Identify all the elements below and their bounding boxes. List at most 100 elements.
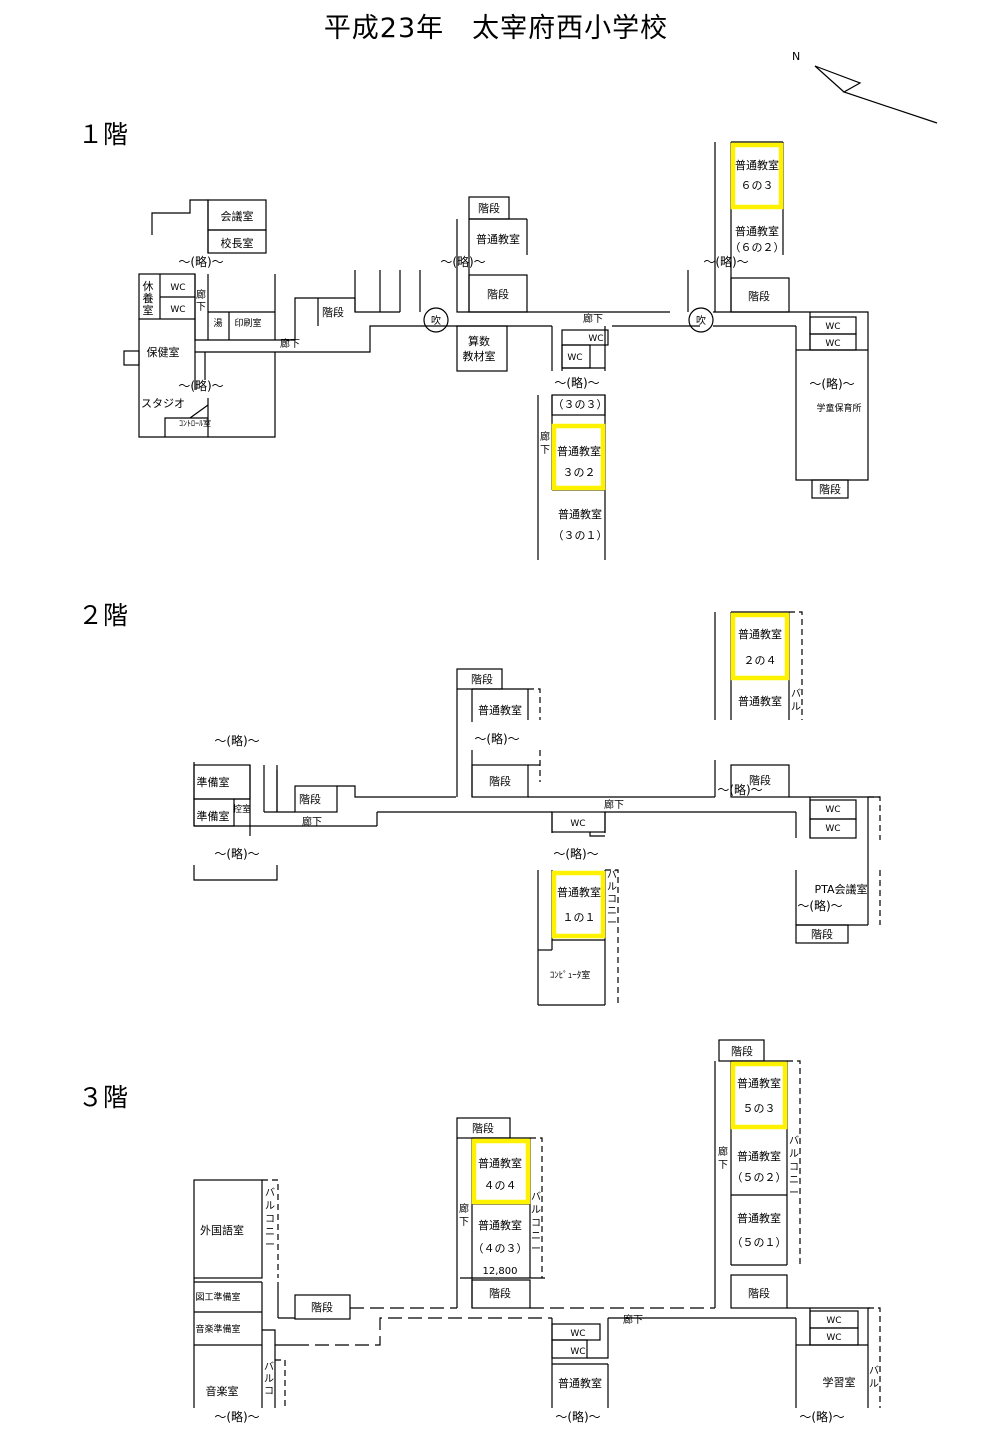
room-label: 普通教室	[557, 885, 601, 899]
room-label: 控室	[233, 803, 251, 815]
room-label: バ	[789, 1135, 799, 1147]
room-label: ー	[607, 918, 617, 929]
room-label: コ	[531, 1218, 541, 1229]
room-label: バ	[264, 1361, 274, 1373]
omitted-label: ～(略)～	[178, 378, 223, 393]
room-label: 廊下	[623, 1313, 643, 1326]
room-label: バ	[869, 1365, 879, 1377]
room-label: 普通教室	[476, 232, 520, 246]
room-label: バ	[531, 1191, 541, 1203]
room-label: 普通教室	[737, 1076, 781, 1090]
room-label: 下	[196, 302, 206, 313]
room-label: 普通教室	[738, 694, 782, 708]
room-label: （５の２）	[732, 1171, 787, 1184]
room-label: 廊	[540, 430, 550, 443]
room-label: ル	[265, 1201, 275, 1212]
room-label: WC	[825, 339, 840, 349]
room-label: 休	[143, 280, 154, 293]
room-label: １の１	[563, 911, 596, 924]
room-label: 準備室	[197, 809, 230, 823]
room-label: 階段	[487, 287, 509, 301]
room-label: WC	[570, 1347, 585, 1357]
room-label: コ	[264, 1386, 274, 1397]
room-label: ニ	[607, 906, 617, 917]
room-label: 算数	[468, 334, 490, 348]
room-label: （４の３）	[473, 1242, 528, 1255]
room-label: 湯	[213, 318, 222, 329]
room-label: 下	[540, 445, 550, 456]
room-label: ー	[265, 1240, 275, 1251]
room-label: 音楽準備室	[195, 1323, 240, 1335]
room-label: 普通教室	[558, 507, 602, 521]
omitted-label: ～(略)～	[553, 846, 598, 861]
room-label: WC	[570, 1329, 585, 1339]
room-label: 階段	[299, 792, 321, 806]
room-label: 階段	[748, 1286, 770, 1300]
room-label: WC	[825, 805, 840, 815]
room-label: 階段	[748, 289, 770, 303]
room-label: 階段	[811, 927, 833, 941]
room-label: ２の４	[744, 654, 777, 667]
room-label: ー	[531, 1244, 541, 1255]
room-label: WC	[170, 305, 185, 315]
room-label: WC	[170, 283, 185, 293]
room-label: 校長室	[221, 236, 254, 250]
room-label: スタジオ	[141, 397, 185, 410]
room-label: 普通教室	[478, 1218, 522, 1232]
omitted-label: ～(略)～	[799, 1409, 844, 1424]
room-label: ル	[607, 882, 617, 893]
room-label: 階段	[819, 482, 841, 496]
room-label: 階段	[322, 305, 344, 319]
room-label: 階段	[478, 201, 500, 215]
room-label: WC	[570, 819, 585, 829]
room-label: WC	[825, 322, 840, 332]
floor-label-3: ３階	[78, 1083, 129, 1112]
room-label: 教材室	[463, 349, 496, 363]
room-label: 下	[459, 1217, 469, 1228]
room-label: 養	[143, 291, 154, 305]
room-label: 普通教室	[737, 1211, 781, 1225]
omitted-label: ～(略)～	[797, 898, 842, 913]
room-label: 廊	[718, 1145, 728, 1158]
room-label: 会議室	[221, 209, 254, 223]
room-label: 階段	[749, 773, 771, 787]
dimension-label: 12,800	[483, 1266, 518, 1277]
room-label: コ	[789, 1162, 799, 1173]
room-label: 普通教室	[735, 158, 779, 172]
room-label: ル	[789, 1149, 799, 1160]
omitted-label: ～(略)～	[474, 731, 519, 746]
room-label: 普通教室	[558, 1376, 602, 1390]
room-label: WC	[567, 353, 582, 363]
room-label: （５の１）	[732, 1236, 787, 1249]
room-label: 階段	[472, 1121, 494, 1135]
room-label: 学童保育所	[816, 402, 861, 414]
room-label: ル	[791, 702, 801, 713]
room-label: 普通教室	[738, 627, 782, 641]
room-label: 吹	[696, 314, 706, 327]
room-label: 普通教室	[557, 444, 601, 458]
omitted-label: ～(略)～	[554, 375, 599, 390]
omitted-label: ～(略)～	[440, 254, 485, 269]
room-label: ３の２	[563, 466, 596, 479]
omitted-label: ～(略)～	[178, 254, 223, 269]
room-label: ６の３	[741, 179, 774, 192]
room-label: ｺﾝﾋﾟｭｰﾀ室	[550, 969, 591, 981]
room-label: 印刷室	[234, 317, 261, 329]
omitted-label: ～(略)～	[555, 1409, 600, 1424]
room-label: WC	[826, 1316, 841, 1326]
room-label: 吹	[431, 314, 441, 327]
room-label: （３の３）	[553, 398, 608, 411]
room-label: ル	[869, 1379, 879, 1390]
floor-label-1: １階	[78, 120, 129, 149]
room-label: WC	[826, 1333, 841, 1343]
room-label: 室	[143, 303, 154, 317]
omitted-label: ～(略)～	[703, 254, 748, 269]
floor-label-2: ２階	[78, 601, 129, 630]
room-label: ニ	[789, 1175, 799, 1186]
room-label: 下	[718, 1160, 728, 1171]
room-label: （６の２）	[730, 241, 785, 254]
room-label: 普通教室	[735, 224, 779, 238]
